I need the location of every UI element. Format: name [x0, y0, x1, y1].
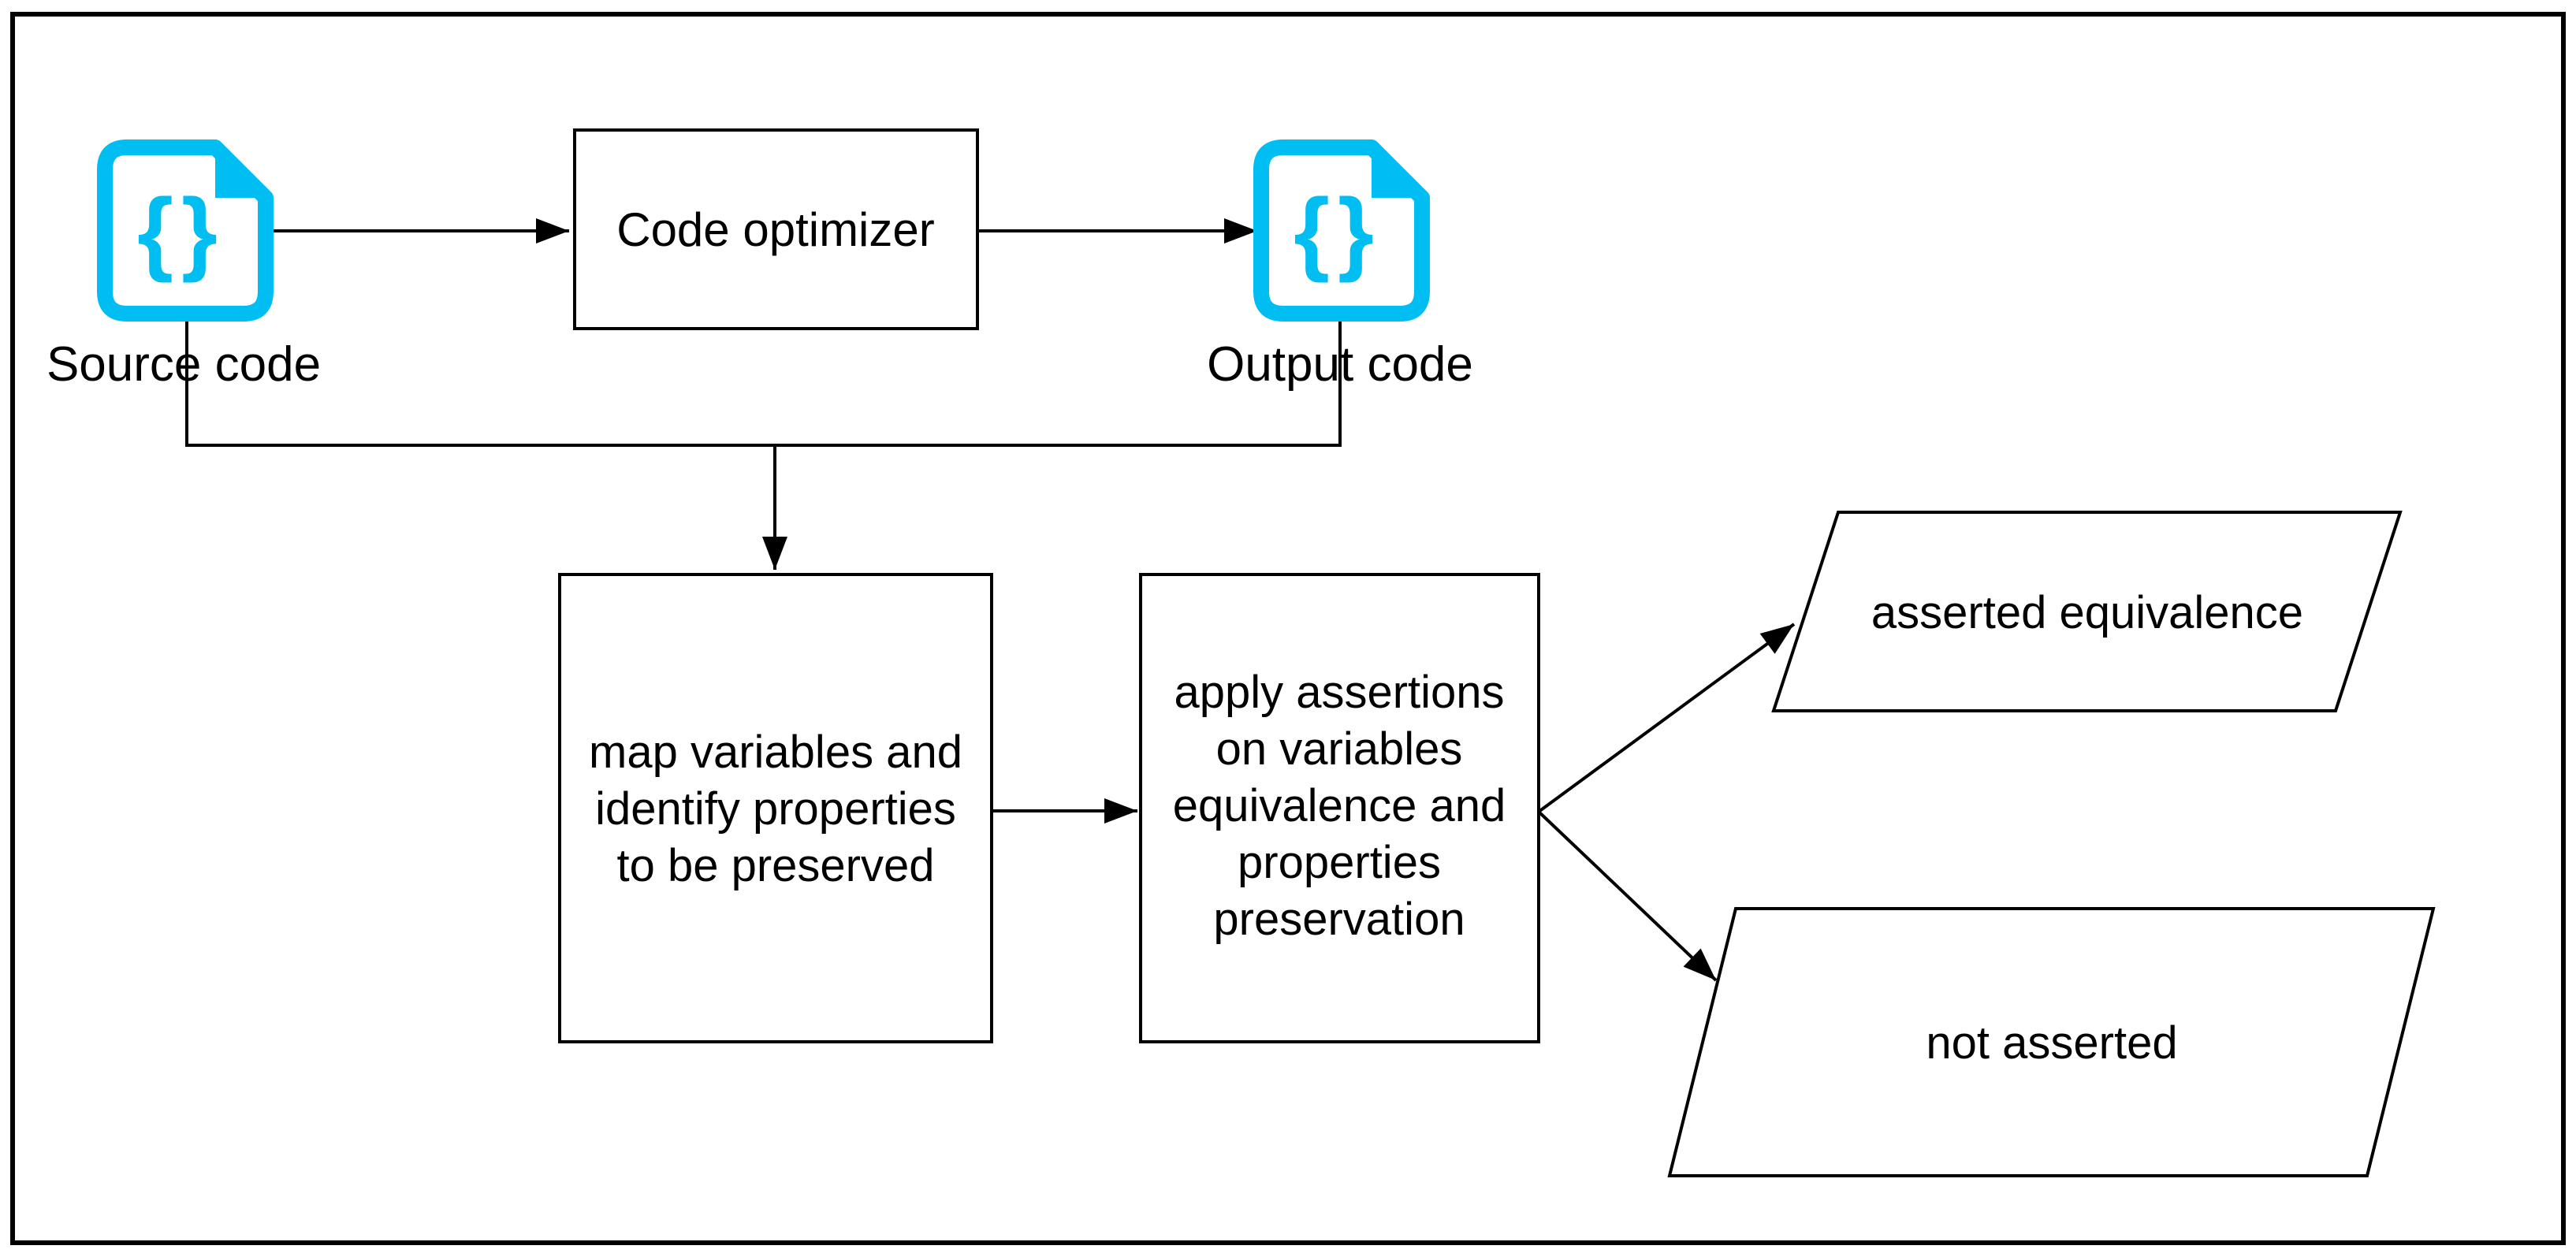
output-code-label: Output code: [1207, 337, 1473, 392]
apply-step-box: [1139, 573, 1540, 1043]
asserted-equivalence-parallelogram: [1771, 511, 2403, 712]
folded-corner-icon: [215, 147, 266, 198]
not-asserted-parallelogram: [1667, 907, 2436, 1177]
code-optimizer-node: Code optimizer: [573, 128, 979, 330]
braces-icon: {}: [1294, 180, 1382, 284]
source-code-label: Source code: [47, 337, 321, 392]
asserted-equivalence-label: asserted equivalence: [1871, 587, 2303, 638]
code-optimizer-label: Code optimizer: [616, 203, 935, 256]
source-code-node: {} Source code: [47, 139, 321, 392]
page-border: [10, 12, 2566, 1245]
apply-step-label-line2: on variables: [1216, 723, 1463, 775]
asserted-equivalence-node: asserted equivalence: [1771, 511, 2403, 712]
apply-step-label-line5: preservation: [1213, 894, 1465, 945]
braces-icon: {}: [137, 180, 225, 284]
map-step-label-line1: map variables and: [589, 727, 962, 778]
map-step-label-line2: identify properties: [595, 783, 956, 835]
apply-step-label-line1: apply assertions: [1174, 667, 1504, 718]
not-asserted-node: not asserted: [1667, 907, 2436, 1177]
merge-connector: [185, 314, 1342, 570]
folded-corner-icon: [1372, 147, 1422, 198]
apply-step-label-line3: equivalence and: [1173, 780, 1506, 831]
code-optimizer-box: [573, 128, 979, 330]
apply-step-label-line4: properties: [1238, 837, 1441, 888]
not-asserted-label: not asserted: [1926, 1017, 2177, 1069]
map-step-label-line3: to be preserved: [616, 840, 934, 891]
map-step-box: [558, 573, 993, 1043]
apply-step-node: apply assertions on variables equivalenc…: [1139, 573, 1540, 1043]
map-step-node: map variables and identify properties to…: [558, 573, 993, 1043]
output-code-node: {} Output code: [1207, 139, 1473, 392]
connector-apply-to-not-asserted-arrow: [1537, 810, 1718, 982]
connector-apply-to-asserted-arrow: [1537, 623, 1796, 813]
